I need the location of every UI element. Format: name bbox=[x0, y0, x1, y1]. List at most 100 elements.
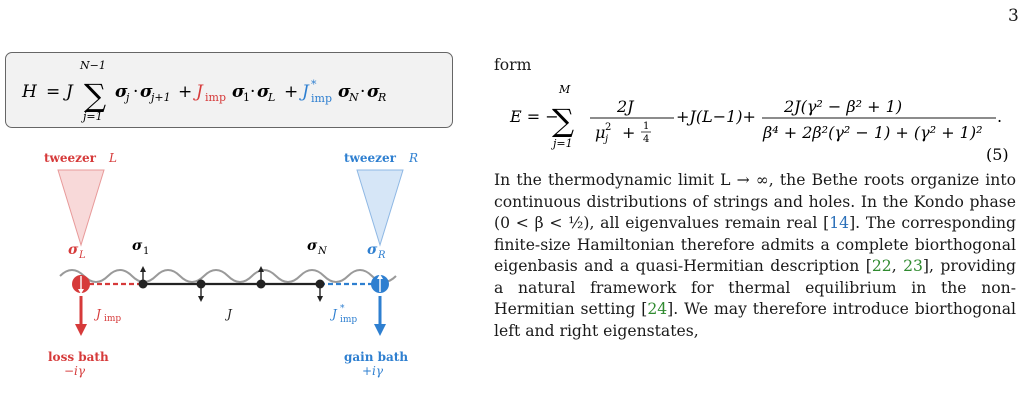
eq5-summation: ∑ bbox=[552, 103, 574, 139]
eq5-lhs: E = − bbox=[509, 107, 559, 126]
body-paragraph: In the thermodynamic limit L → ∞, the Be… bbox=[494, 171, 1017, 340]
eq5-sum-bottom: j=1 bbox=[550, 137, 573, 150]
citation-24[interactable]: 24 bbox=[647, 300, 668, 318]
svg-text:j+1: j+1 bbox=[148, 91, 171, 104]
summation-symbol: ∑ bbox=[84, 78, 106, 114]
svg-text:σ: σ bbox=[68, 242, 79, 258]
eq5-quarter-den: 4 bbox=[643, 134, 649, 145]
sigma-r-label: σ R bbox=[367, 242, 386, 261]
hamiltonian-box bbox=[5, 52, 453, 128]
eq5-period: . bbox=[997, 107, 1002, 126]
svg-text:N: N bbox=[317, 246, 328, 257]
svg-text:σ: σ bbox=[367, 242, 378, 258]
svg-text:σ: σ bbox=[338, 82, 351, 102]
svg-text:σ: σ bbox=[257, 82, 270, 102]
intro-word: form bbox=[494, 56, 532, 74]
bulk-spins bbox=[138, 266, 325, 302]
bulk-term: σ j · σ j+1 bbox=[115, 82, 171, 104]
eq5-sum-top: M bbox=[558, 84, 571, 96]
eq5-f2-den: β⁴ + 2β²(γ² − 1) + (γ² + 1)² bbox=[762, 123, 983, 142]
sigma-l-label: σ L bbox=[68, 242, 86, 261]
gain-bath-label: gain bath bbox=[344, 350, 408, 364]
loss-bath-label: loss bath bbox=[48, 350, 109, 364]
svg-text:L: L bbox=[267, 91, 275, 104]
svg-text:σ: σ bbox=[232, 82, 245, 102]
svg-text:j: j bbox=[123, 91, 130, 104]
spin-1 bbox=[138, 266, 148, 289]
equation-5: E = − M ∑ j=1 2J μ j 2 + 1 4 +J(L−1)+ 2J… bbox=[509, 84, 1009, 162]
svg-text:L: L bbox=[78, 250, 86, 261]
loss-arrow bbox=[75, 296, 87, 336]
hamiltonian-equation: H = J N−1 ∑ j=1 σ j · σ j+1 + J imp σ 1 … bbox=[21, 59, 386, 123]
svg-text:R: R bbox=[377, 250, 386, 261]
left-coupling: σ 1 · σ L bbox=[232, 82, 275, 104]
citation-23[interactable]: 23 bbox=[903, 257, 923, 275]
svg-text:σ: σ bbox=[140, 82, 153, 102]
svg-text:σ: σ bbox=[132, 238, 143, 254]
svg-text:·: · bbox=[360, 82, 365, 102]
sum-lower-limit: j=1 bbox=[80, 110, 103, 123]
tweezer-right: tweezer R bbox=[344, 151, 418, 247]
spin-3 bbox=[256, 266, 266, 289]
spin-labels: σ L σ 1 σ N σ R bbox=[68, 238, 386, 261]
svg-text:imp: imp bbox=[104, 314, 121, 324]
svg-text:σ: σ bbox=[367, 82, 380, 102]
svg-text:1: 1 bbox=[143, 246, 149, 257]
eq5-f1-den-sup: 2 bbox=[605, 122, 611, 133]
jimp-symbol: J bbox=[193, 82, 204, 102]
jimp-star-label: J * imp bbox=[329, 304, 357, 325]
j-label: J bbox=[224, 307, 233, 321]
loss-bath: loss bath −iγ bbox=[48, 350, 109, 378]
loss-bath-rate: −iγ bbox=[64, 364, 86, 378]
impurity-spin-right bbox=[371, 274, 389, 293]
gain-bath-rate: +iγ bbox=[362, 364, 384, 378]
svg-text:·: · bbox=[250, 82, 255, 102]
lattice-potential-wave bbox=[59, 269, 397, 283]
svg-text:1: 1 bbox=[243, 91, 250, 104]
eq5-middle: +J(L−1)+ bbox=[676, 107, 756, 126]
svg-text:N: N bbox=[348, 91, 359, 104]
svg-text:·: · bbox=[133, 82, 138, 102]
tweezer-left-word: tweezer bbox=[44, 151, 97, 165]
j-coupling: J bbox=[63, 82, 74, 102]
eq5-f1-den-plus: + bbox=[622, 123, 635, 142]
tweezer-left-label: L bbox=[108, 151, 117, 165]
sum-upper-limit: N−1 bbox=[79, 59, 106, 72]
svg-text:σ: σ bbox=[115, 82, 128, 102]
eq5-f1-den: μ bbox=[595, 123, 605, 142]
plus-2: + bbox=[284, 82, 298, 102]
svg-text:J: J bbox=[329, 307, 338, 321]
jimp-subscript: imp bbox=[205, 91, 226, 104]
text-column: form bbox=[494, 55, 1016, 77]
citation-14[interactable]: 14 bbox=[829, 214, 850, 232]
sigma-1-label: σ 1 bbox=[132, 238, 149, 257]
page-number: 3 bbox=[1008, 6, 1019, 26]
spin-n bbox=[315, 279, 325, 302]
coupling-labels: J imp J J * imp bbox=[93, 304, 357, 325]
eq5-f1-num: 2J bbox=[616, 97, 635, 116]
eq5-number: (5) bbox=[986, 145, 1009, 162]
tweezer-right-word: tweezer bbox=[344, 151, 397, 165]
svg-text:R: R bbox=[377, 91, 386, 104]
svg-text:*: * bbox=[340, 304, 345, 314]
jimp-star-sup: * bbox=[311, 78, 317, 91]
right-impurity-term: J * imp bbox=[299, 78, 332, 105]
figure-1: H = J N−1 ∑ j=1 σ j · σ j+1 + J imp σ 1 … bbox=[21, 59, 418, 378]
eq5-f1-den-sub: j bbox=[603, 134, 608, 145]
impurity-spin-left bbox=[72, 275, 90, 294]
svg-text:J: J bbox=[93, 307, 102, 321]
tweezer-left-beam bbox=[57, 169, 105, 247]
tweezer-right-beam bbox=[356, 169, 404, 247]
tweezer-right-label: R bbox=[408, 151, 418, 165]
gain-bath: gain bath +iγ bbox=[344, 350, 408, 378]
eq5-f2-num: 2J(γ² − β² + 1) bbox=[783, 97, 902, 116]
left-impurity-term: J imp bbox=[193, 82, 226, 104]
h-symbol: H bbox=[21, 82, 38, 102]
jimp-star-subscript: imp bbox=[311, 92, 332, 105]
sigma-n-label: σ N bbox=[307, 238, 328, 257]
svg-text:σ: σ bbox=[307, 238, 318, 254]
jimp-star-symbol: J bbox=[299, 82, 310, 102]
gain-arrow bbox=[374, 296, 386, 336]
right-coupling: σ N · σ R bbox=[338, 82, 386, 104]
citation-22[interactable]: 22 bbox=[871, 257, 892, 275]
